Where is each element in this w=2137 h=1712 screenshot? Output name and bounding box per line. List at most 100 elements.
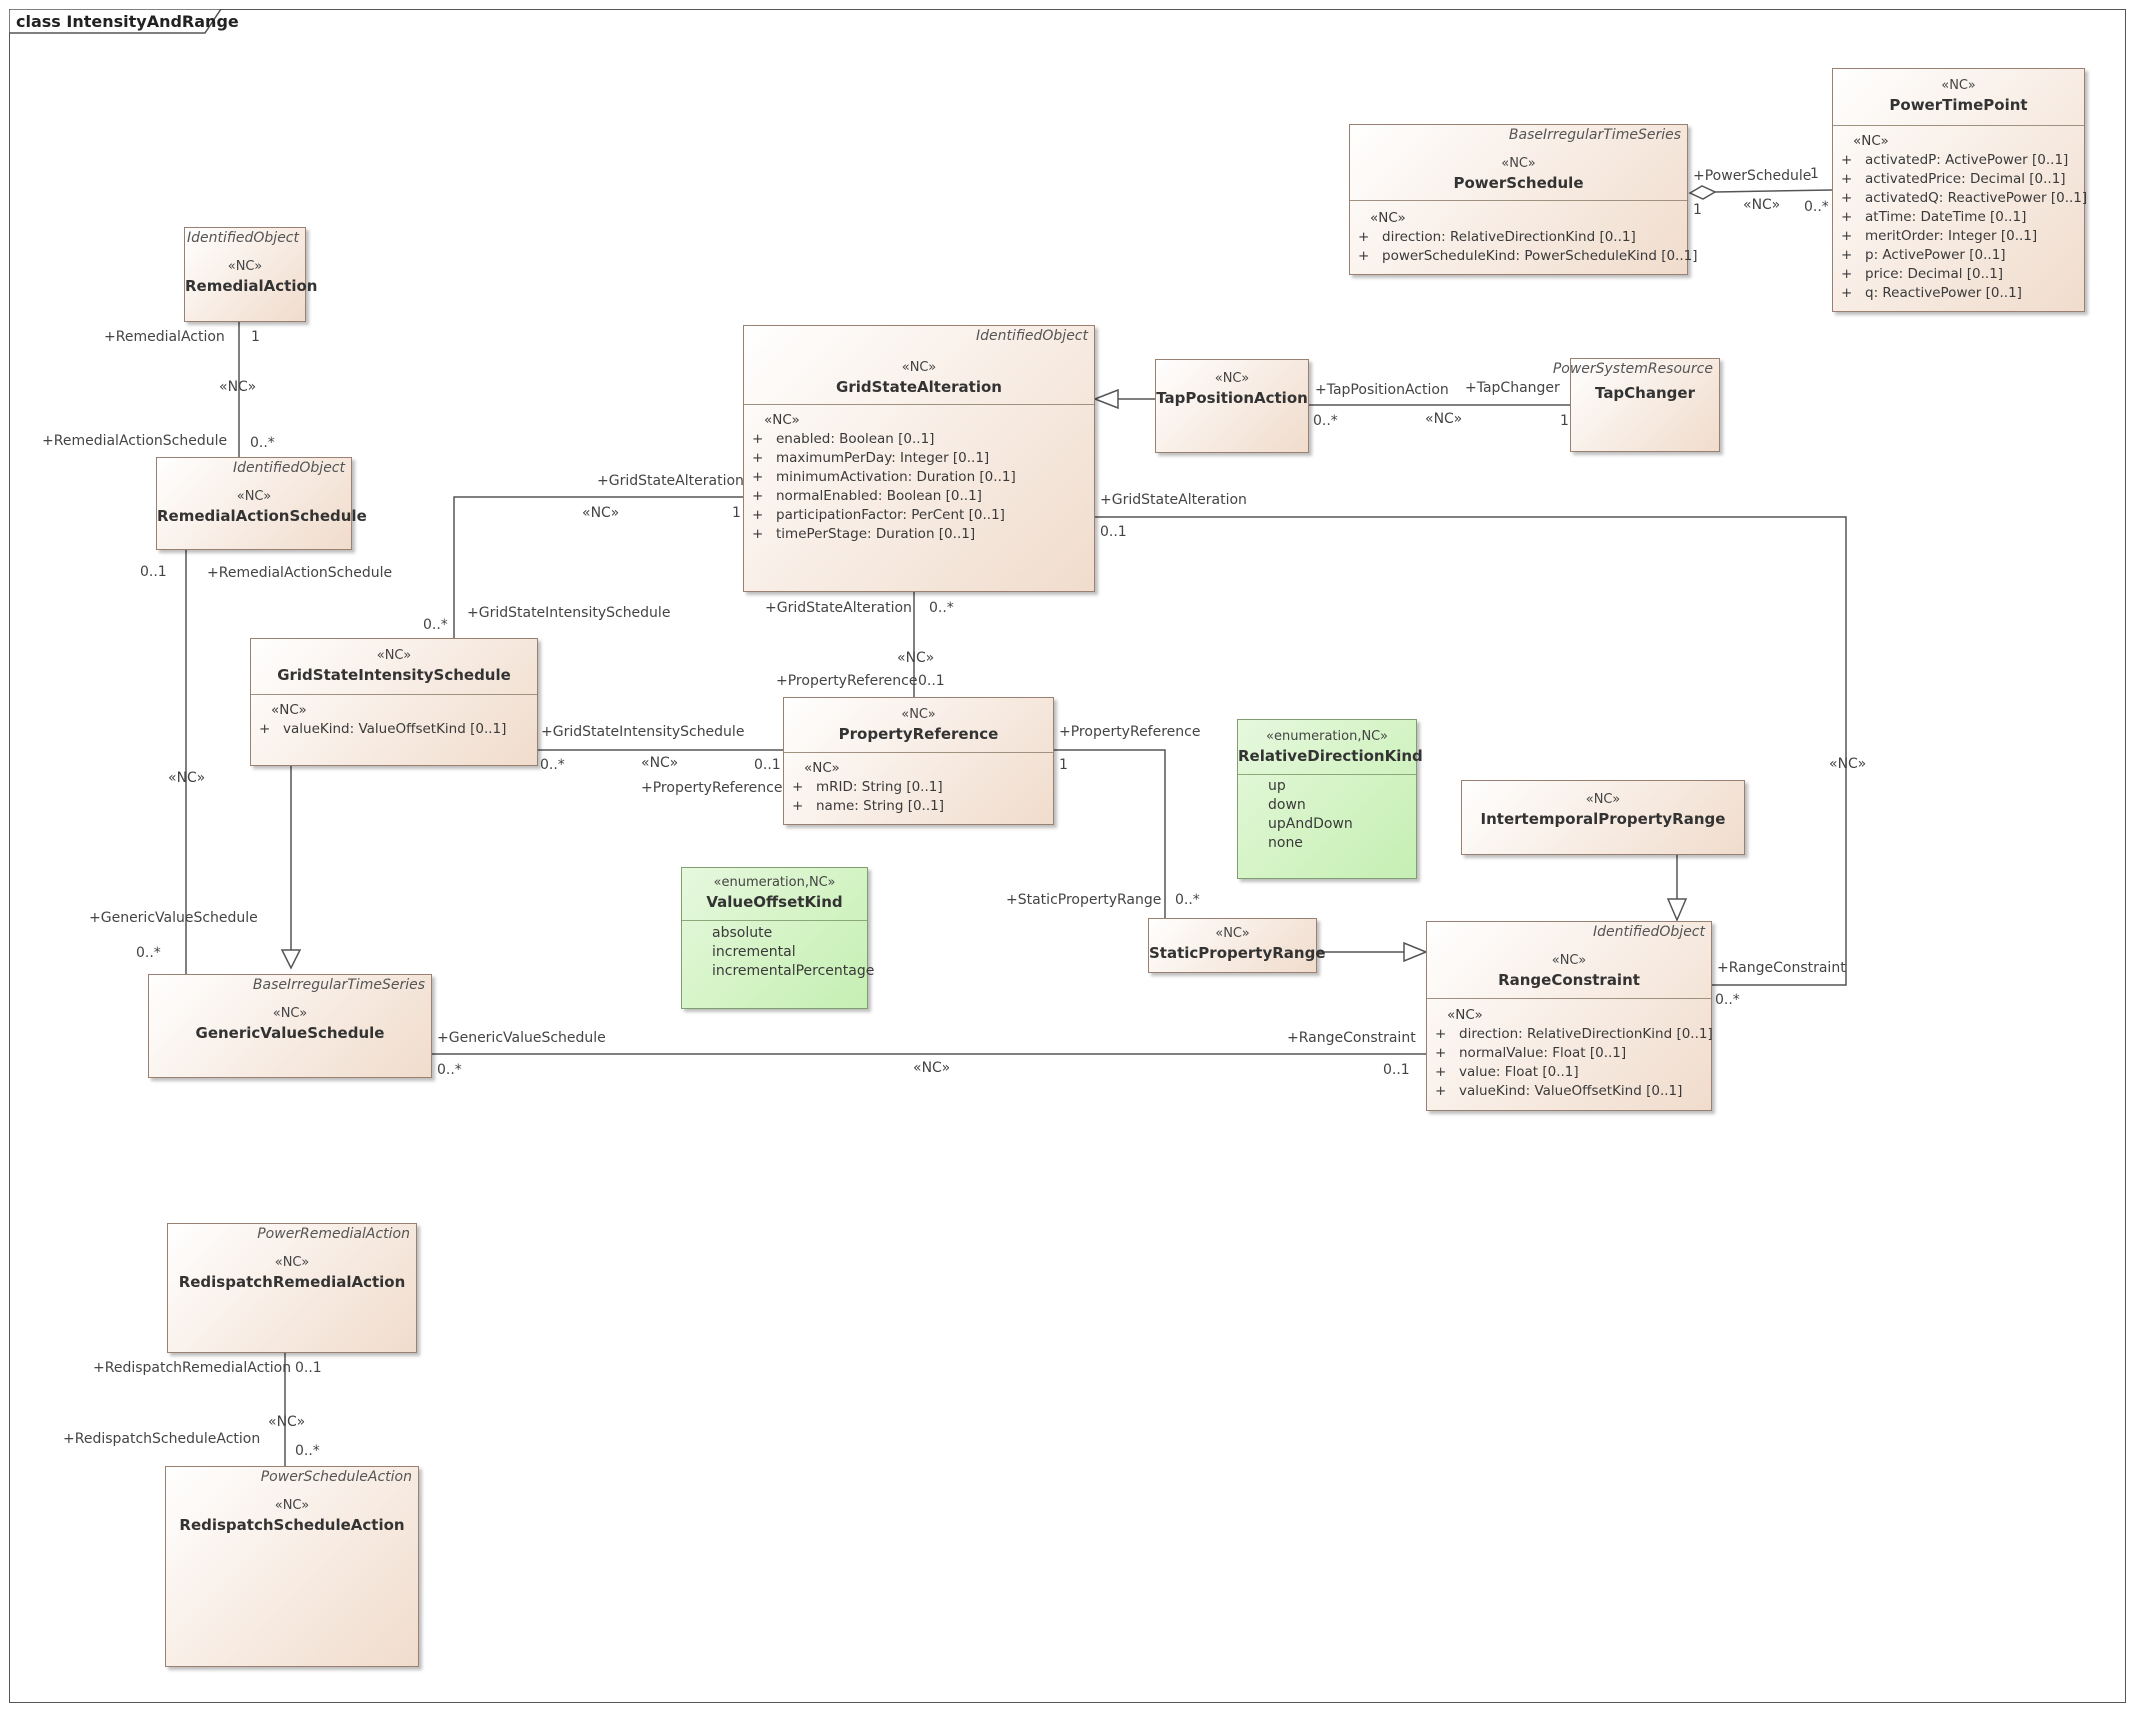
class-intertemporalpropertyrange[interactable]: «NC» IntertemporalPropertyRange <box>1461 780 1745 855</box>
role-label: +PropertyReference <box>641 780 783 796</box>
attribute-row: +normalValue: Float [0..1] <box>1435 1045 1627 1061</box>
attribute-row: +enabled: Boolean [0..1] <box>752 431 935 447</box>
multiplicity-label: 1 <box>1693 202 1702 218</box>
generalization-arrowhead <box>1092 388 1119 410</box>
stereotype: «NC» <box>901 360 937 375</box>
stereotype: «enumeration,NC» <box>1266 729 1388 744</box>
class-name: PowerTimePoint <box>1889 96 2028 114</box>
class-remedialactionschedule[interactable]: IdentifiedObject «NC» RemedialActionSche… <box>156 457 367 550</box>
stereotype-label: «NC» <box>1743 197 1781 213</box>
role-label: +GridStateAlteration <box>1100 492 1247 508</box>
role-label: +TapChanger <box>1465 380 1560 396</box>
class-name: GridStateIntensitySchedule <box>277 666 511 684</box>
attribute-stereotype: «NC» <box>271 702 307 718</box>
class-redispatchscheduleaction[interactable]: PowerScheduleAction «NC» RedispatchSched… <box>165 1466 419 1667</box>
stereotype: «NC» <box>236 489 272 504</box>
class-staticpropertyrange[interactable]: «NC» StaticPropertyRange <box>1148 918 1326 973</box>
aggregation-ps-ptp <box>1714 189 1833 193</box>
generalization-arrowhead <box>1666 898 1688 922</box>
attribute-row: +timePerStage: Duration [0..1] <box>752 526 976 542</box>
enum-relativedirectionkind[interactable]: «enumeration,NC» RelativeDirectionKind u… <box>1237 719 1423 879</box>
class-name: RedispatchScheduleAction <box>179 1516 405 1534</box>
class-tapchanger[interactable]: PowerSystemResource TapChanger <box>1553 358 1720 452</box>
attribute-list: «NC» +enabled: Boolean [0..1] +maximumPe… <box>752 411 1090 544</box>
diagram-frame <box>9 9 2126 1703</box>
assoc-gsa-rangeconstraint <box>1094 516 1847 986</box>
stereotype-label: «NC» <box>168 770 206 786</box>
class-redispatchremedialaction[interactable]: PowerRemedialAction «NC» RedispatchRemed… <box>167 1223 417 1353</box>
stereotype-label: «NC» <box>582 505 620 521</box>
assoc-gsa-gsis <box>453 496 744 638</box>
generalization-arrowhead <box>280 949 302 970</box>
class-gridstateintensityschedule[interactable]: «NC» GridStateIntensitySchedule «NC» +va… <box>250 638 538 766</box>
multiplicity-label: 0..* <box>929 600 954 616</box>
attribute-row: +direction: RelativeDirectionKind [0..1] <box>1358 229 1636 245</box>
role-label: +RangeConstraint <box>1287 1030 1416 1046</box>
role-label: +GenericValueSchedule <box>89 910 258 926</box>
attribute-row: +meritOrder: Integer [0..1] <box>1841 228 2038 244</box>
attribute-row: +p: ActivePower [0..1] <box>1841 247 2006 263</box>
class-gridstatealteration[interactable]: IdentifiedObject «NC» GridStateAlteratio… <box>743 325 1095 592</box>
parent-class-label: IdentifiedObject <box>186 230 299 246</box>
multiplicity-label: 0..* <box>136 945 161 961</box>
attribute-stereotype: «NC» <box>1447 1007 1483 1023</box>
diagram-title: class IntensityAndRange <box>16 12 239 31</box>
multiplicity-label: 0..1 <box>1100 524 1127 540</box>
multiplicity-label: 0..1 <box>918 673 945 689</box>
multiplicity-label: 0..* <box>540 757 565 773</box>
parent-class-label: PowerRemedialAction <box>257 1226 410 1242</box>
multiplicity-label: 0..* <box>1804 199 1829 215</box>
attribute-list: «NC» +activatedP: ActivePower [0..1] +ac… <box>1841 132 2088 303</box>
attribute-row: +valueKind: ValueOffsetKind [0..1] <box>1435 1083 1683 1099</box>
class-name: RelativeDirectionKind <box>1238 747 1423 765</box>
class-remedialaction[interactable]: IdentifiedObject «NC» RemedialAction <box>184 227 317 322</box>
multiplicity-label: 0..* <box>423 617 448 633</box>
class-powerschedule[interactable]: BaseIrregularTimeSeries «NC» PowerSchedu… <box>1349 124 1698 275</box>
attribute-row: +maximumPerDay: Integer [0..1] <box>752 450 990 466</box>
class-powertimepoint[interactable]: «NC» PowerTimePoint «NC» +activatedP: Ac… <box>1832 68 2088 312</box>
stereotype: «NC» <box>376 648 412 663</box>
class-tappositionaction[interactable]: «NC» TapPositionAction <box>1155 359 1309 453</box>
attribute-row: +direction: RelativeDirectionKind [0..1] <box>1435 1026 1713 1042</box>
class-name: IntertemporalPropertyRange <box>1480 810 1726 828</box>
attribute-row: +participationFactor: PerCent [0..1] <box>752 507 1005 523</box>
class-name: TapChanger <box>1595 384 1695 402</box>
role-label: +PropertyReference <box>1059 724 1201 740</box>
attribute-row: +activatedPrice: Decimal [0..1] <box>1841 171 2066 187</box>
role-label: +RemedialActionSchedule <box>42 433 228 449</box>
role-label: +TapPositionAction <box>1315 382 1449 398</box>
stereotype: «NC» <box>1501 156 1536 171</box>
multiplicity-label: 1 <box>732 505 741 521</box>
class-name: RemedialActionSchedule <box>157 507 367 525</box>
stereotype: «NC» <box>1551 953 1587 968</box>
attribute-list: «NC» +valueKind: ValueOffsetKind [0..1] <box>259 701 533 739</box>
attribute-list: «NC» +mRID: String [0..1] +name: String … <box>792 759 1049 816</box>
enum-valueoffsetkind[interactable]: «enumeration,NC» ValueOffsetKind absolut… <box>681 867 874 1009</box>
role-label: +GridStateAlteration <box>597 473 744 489</box>
attribute-row: +activatedP: ActivePower [0..1] <box>1841 152 2069 168</box>
parent-class-label: IdentifiedObject <box>232 460 345 476</box>
role-label: +RedispatchRemedialAction <box>93 1360 292 1376</box>
multiplicity-label: 1 <box>1560 413 1569 429</box>
frame-title-tab <box>9 9 222 34</box>
role-label: +StaticPropertyRange <box>1006 892 1162 908</box>
stereotype: «NC» <box>1214 371 1250 386</box>
enum-literal: incrementalPercentage <box>712 963 875 979</box>
attribute-row: +activatedQ: ReactivePower [0..1] <box>1841 190 2088 206</box>
multiplicity-label: 0..1 <box>295 1360 322 1376</box>
role-label: +GridStateIntensitySchedule <box>467 605 671 621</box>
class-name: TapPositionAction <box>1156 389 1308 407</box>
class-genericvalueschedule[interactable]: BaseIrregularTimeSeries «NC» GenericValu… <box>148 974 432 1078</box>
stereotype: «NC» <box>901 707 936 722</box>
multiplicity-label: 1 <box>1059 757 1068 773</box>
parent-class-label: PowerScheduleAction <box>260 1469 412 1485</box>
attribute-row: +q: ReactivePower [0..1] <box>1841 285 2022 301</box>
enum-literal: incremental <box>712 944 796 960</box>
attribute-row: +valueKind: ValueOffsetKind [0..1] <box>259 721 507 737</box>
stereotype-label: «NC» <box>897 650 935 666</box>
class-name: ValueOffsetKind <box>706 893 843 911</box>
class-propertyreference[interactable]: «NC» PropertyReference «NC» +mRID: Strin… <box>783 697 1054 825</box>
class-rangeconstraint[interactable]: IdentifiedObject «NC» RangeConstraint «N… <box>1426 921 1713 1111</box>
role-label: +RemedialAction <box>104 329 225 345</box>
